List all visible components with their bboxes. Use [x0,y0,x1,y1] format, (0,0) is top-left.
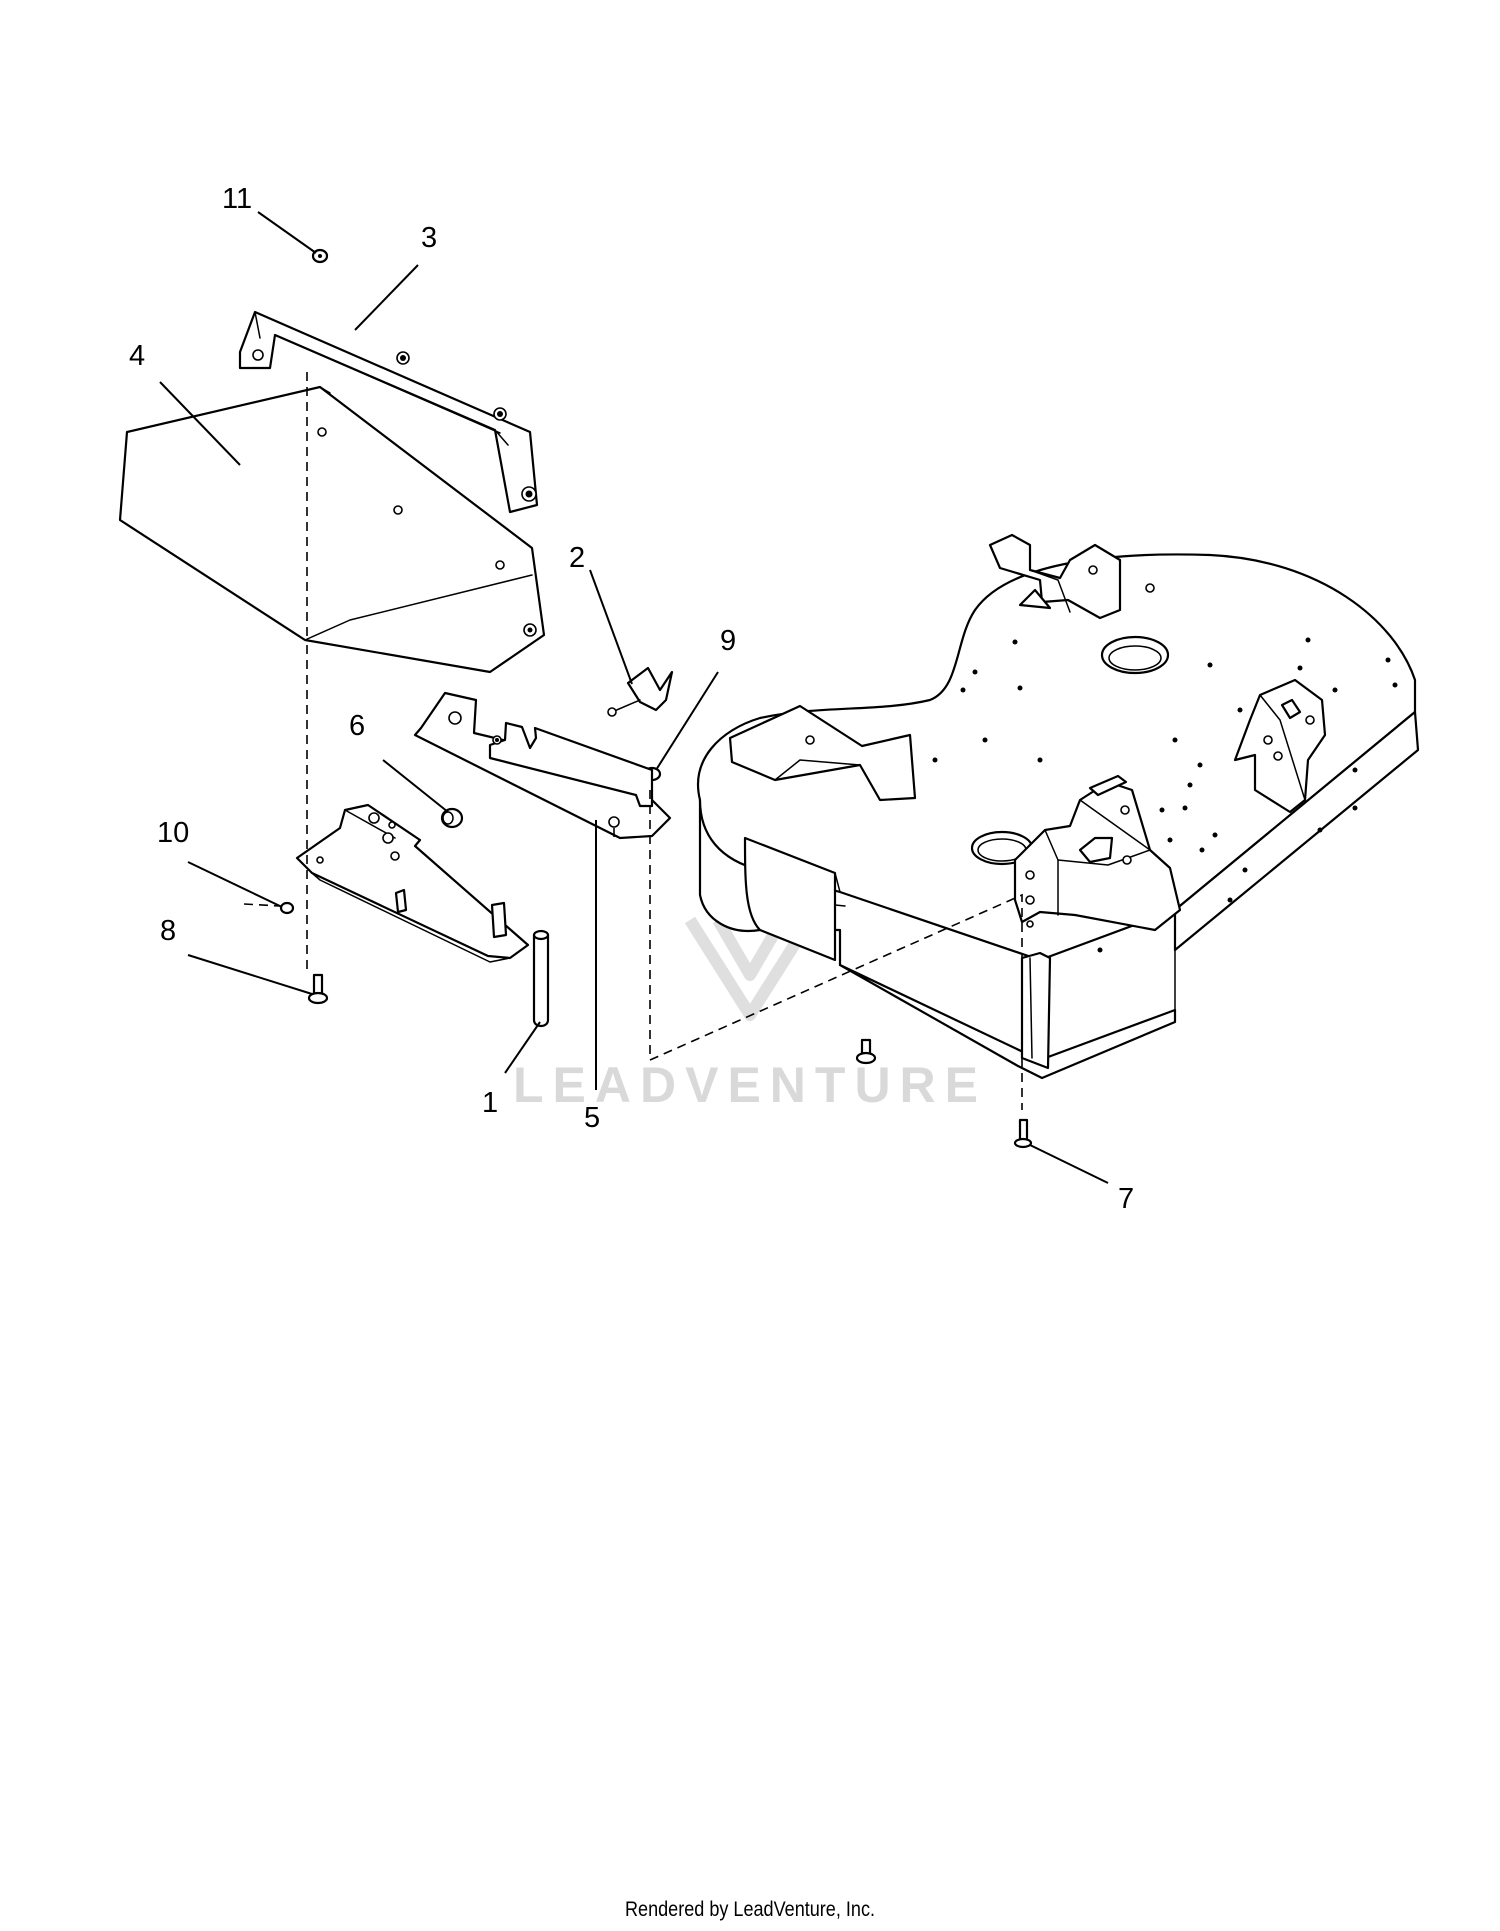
callout-2: 2 [569,542,585,574]
part-1-pivot-bracket [295,803,550,1028]
callout-3: 3 [421,222,437,254]
mower-deck [697,533,1420,1080]
callout-7: 7 [1118,1183,1134,1215]
callout-6: 6 [349,710,365,742]
callout-9: 9 [720,625,736,657]
callout-4: 4 [129,340,145,372]
part-8-bolt [307,973,329,1005]
callout-labels: 11 3 4 2 9 6 10 8 1 5 7 [129,183,1134,1215]
callout-1: 1 [482,1087,498,1119]
part-6-spacer [440,807,464,829]
part-11-nut [311,248,329,264]
callout-11: 11 [222,183,252,215]
assembly-lines [243,372,1023,1110]
callout-5: 5 [584,1102,600,1134]
part-3-bracket [238,310,539,514]
watermark-text: LEADVENTURE [513,1057,987,1113]
part-5-long-bracket [413,691,672,840]
part-7-bolt [1013,1118,1033,1149]
part-4-shield-plate [118,385,546,674]
deck-bolt-loose [855,1038,877,1065]
callout-10: 10 [157,817,189,849]
leader-lines [159,211,1109,1184]
footer-credit: Rendered by LeadVenture, Inc. [624,1898,876,1921]
part-10-nut [279,901,295,915]
part-2-knob [607,666,674,717]
callout-8: 8 [160,915,176,947]
